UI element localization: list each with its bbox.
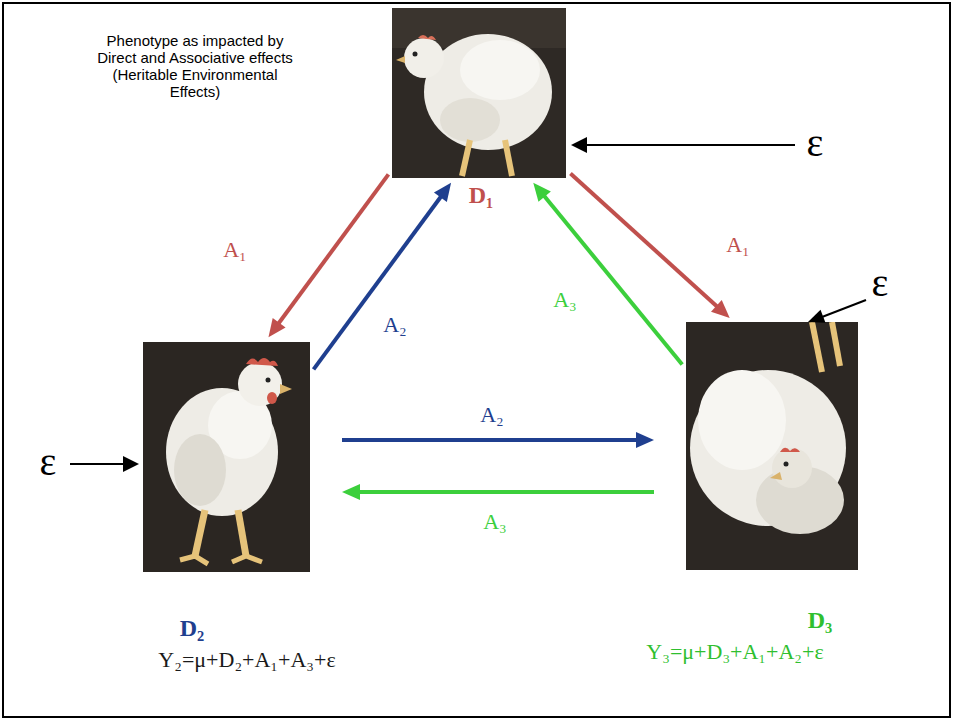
direct-effect-label: D₁ bbox=[469, 181, 494, 209]
associative-effect-label: A₁ bbox=[221, 238, 249, 262]
error-term: ε bbox=[872, 263, 889, 303]
associative-effect-label: A₁ bbox=[724, 233, 752, 257]
effect-arrow bbox=[533, 183, 682, 365]
effect-arrow bbox=[314, 183, 452, 370]
arrow-head bbox=[636, 432, 654, 448]
direct-effect-label: D₂ bbox=[180, 614, 205, 642]
model-equation: Y₂=μ+D₂+A₁+A₃+ε bbox=[158, 646, 335, 674]
arrow-head bbox=[711, 300, 730, 318]
arrow-shaft bbox=[358, 490, 654, 494]
chicken-photo bbox=[686, 322, 858, 570]
chicken-photo bbox=[143, 342, 310, 572]
chicken-photo bbox=[392, 8, 566, 178]
associative-effect-label: A₃ bbox=[481, 510, 509, 534]
effect-arrow bbox=[268, 174, 388, 337]
arrow-shaft bbox=[314, 196, 442, 370]
associative-effect-label: A₂ bbox=[381, 313, 409, 337]
model-equation: Y₃=μ+D₃+A₁+A₂+ε bbox=[646, 638, 823, 666]
arrow-shaft bbox=[543, 195, 682, 364]
effect-arrow bbox=[570, 174, 729, 318]
chicken-node: D₂Y₂=μ+D₂+A₁+A₃+ε bbox=[143, 342, 310, 572]
effect-arrow bbox=[342, 484, 654, 500]
associative-effect-label: A₂ bbox=[478, 403, 506, 427]
arrow-shaft bbox=[278, 174, 388, 324]
arrow-head bbox=[342, 484, 360, 500]
arrow-shaft bbox=[342, 438, 638, 442]
arrow-head bbox=[268, 318, 285, 337]
slide-frame bbox=[3, 3, 950, 717]
error-term: ε bbox=[40, 442, 57, 482]
slide-note: Phenotype as impacted by Direct and Asso… bbox=[95, 32, 295, 100]
error-term: ε bbox=[807, 123, 824, 163]
arrow-shaft bbox=[570, 174, 717, 308]
direct-effect-label: D₃ bbox=[808, 606, 833, 634]
chicken-node: D₁ bbox=[392, 8, 566, 178]
chicken-node: D₃Y₃=μ+D₃+A₁+A₂+ε bbox=[686, 322, 858, 570]
arrow-head bbox=[533, 183, 551, 202]
epsilon-arrow bbox=[70, 456, 139, 472]
epsilon-arrow bbox=[571, 137, 795, 153]
arrow-head bbox=[434, 183, 451, 202]
associative-effect-label: A₃ bbox=[551, 288, 579, 312]
effect-arrow bbox=[342, 432, 654, 448]
epsilon-arrow bbox=[808, 300, 866, 323]
